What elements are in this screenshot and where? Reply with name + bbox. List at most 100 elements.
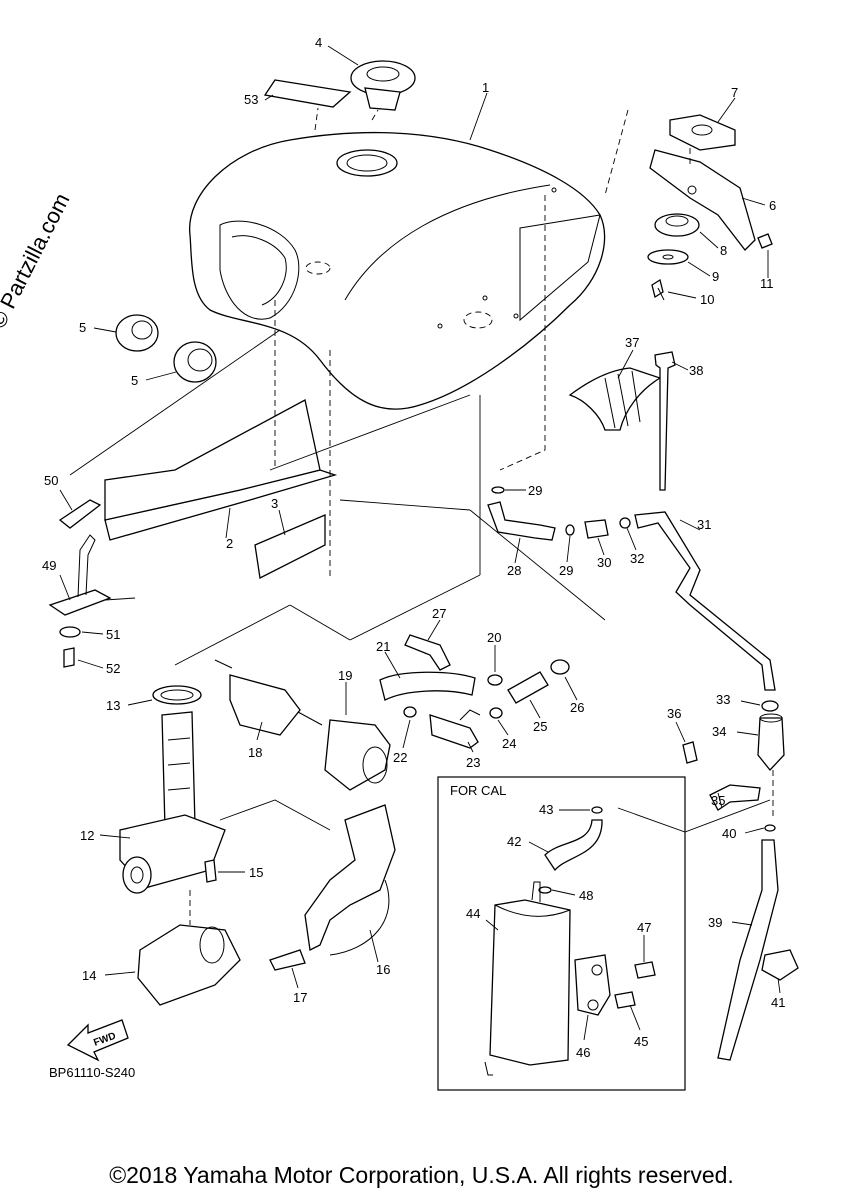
callout-22: 22 bbox=[393, 750, 407, 765]
part-8-grommet[interactable] bbox=[654, 213, 700, 237]
part-18-fuel-filter[interactable] bbox=[214, 659, 323, 736]
callout-10: 10 bbox=[700, 292, 714, 307]
part-49-fuel-sender[interactable] bbox=[48, 534, 136, 616]
part-25-hose[interactable] bbox=[507, 671, 549, 704]
part-12-fuel-pump[interactable] bbox=[119, 711, 226, 894]
part-21-hose[interactable] bbox=[379, 671, 476, 701]
part-27-clamp[interactable] bbox=[404, 634, 451, 671]
part-20-clip[interactable] bbox=[487, 674, 503, 686]
part-23-joint[interactable] bbox=[429, 709, 481, 749]
part-26-clamp[interactable] bbox=[550, 659, 570, 675]
callout-27: 27 bbox=[432, 606, 446, 621]
callout-53: 53 bbox=[244, 92, 258, 107]
callout-28: 28 bbox=[507, 563, 521, 578]
part-28-hose[interactable] bbox=[487, 501, 556, 541]
part-5-damper-a[interactable] bbox=[115, 314, 159, 352]
part-45-bolt[interactable] bbox=[614, 991, 636, 1009]
callout-49: 49 bbox=[42, 558, 56, 573]
part-44-canister[interactable] bbox=[484, 881, 571, 1076]
part-15-bolt[interactable] bbox=[204, 859, 217, 883]
inset-for-cal: FOR CAL bbox=[437, 776, 686, 1091]
diagram-code: BP61110-S240 bbox=[49, 1065, 135, 1080]
part-35-bracket[interactable] bbox=[709, 784, 761, 811]
part-16-harness[interactable] bbox=[304, 804, 396, 956]
callout-43: 43 bbox=[539, 802, 553, 817]
part-22-clip[interactable] bbox=[403, 706, 417, 718]
part-50-gasket[interactable] bbox=[58, 499, 102, 529]
callout-35: 35 bbox=[711, 793, 725, 808]
part-14-cover[interactable] bbox=[137, 924, 241, 1006]
part-30-joint[interactable] bbox=[584, 519, 609, 539]
callout-40: 40 bbox=[722, 826, 736, 841]
part-52-bolt[interactable] bbox=[63, 647, 75, 668]
part-43-clip[interactable] bbox=[591, 806, 603, 814]
part-48-clip[interactable] bbox=[538, 886, 552, 894]
copyright-footer: ©2018 Yamaha Motor Corporation, U.S.A. A… bbox=[109, 1162, 734, 1188]
callout-9: 9 bbox=[712, 269, 719, 284]
callout-7: 7 bbox=[731, 85, 738, 100]
part-17-clamp[interactable] bbox=[269, 949, 306, 971]
part-41-clamp[interactable] bbox=[761, 949, 799, 981]
part-31-hose[interactable] bbox=[634, 511, 776, 691]
callout-6: 6 bbox=[769, 198, 776, 213]
callout-31: 31 bbox=[697, 517, 711, 532]
callout-3: 3 bbox=[271, 496, 278, 511]
callout-45: 45 bbox=[634, 1034, 648, 1049]
callouts: 1 2 3 4 5 5 6 7 8 9 10 11 12 13 14 15 16 bbox=[42, 35, 785, 1060]
callout-36: 36 bbox=[667, 706, 681, 721]
callout-48: 48 bbox=[579, 888, 593, 903]
part-2-side-cover[interactable] bbox=[104, 399, 338, 541]
callout-29b: 29 bbox=[559, 563, 573, 578]
part-7-damper[interactable] bbox=[669, 114, 736, 151]
callout-5b: 5 bbox=[131, 373, 138, 388]
part-4-filler-cap[interactable] bbox=[350, 60, 416, 111]
fuel-tank[interactable] bbox=[189, 131, 606, 410]
callout-38: 38 bbox=[689, 363, 703, 378]
part-38-cable-tie[interactable] bbox=[654, 351, 676, 491]
callout-8: 8 bbox=[720, 243, 727, 258]
part-53-label[interactable] bbox=[263, 79, 352, 108]
part-24-clip[interactable] bbox=[489, 707, 503, 719]
callout-19: 19 bbox=[338, 668, 352, 683]
callout-16: 16 bbox=[376, 962, 390, 977]
part-13-gasket[interactable] bbox=[152, 685, 202, 705]
part-9-washer[interactable] bbox=[647, 249, 689, 265]
part-33-clip[interactable] bbox=[761, 700, 779, 712]
part-46-bracket[interactable] bbox=[574, 954, 611, 1016]
part-51-washer[interactable] bbox=[59, 626, 81, 638]
callout-15: 15 bbox=[249, 865, 263, 880]
part-3-label[interactable] bbox=[254, 514, 326, 579]
callout-30: 30 bbox=[597, 555, 611, 570]
callout-21: 21 bbox=[376, 639, 390, 654]
part-39-hose[interactable] bbox=[717, 839, 779, 1061]
callout-34: 34 bbox=[712, 724, 726, 739]
callout-37: 37 bbox=[625, 335, 639, 350]
part-10-bolt[interactable] bbox=[651, 278, 665, 301]
callout-51: 51 bbox=[106, 627, 120, 642]
part-47-bolt[interactable] bbox=[634, 961, 656, 979]
callout-17: 17 bbox=[293, 990, 307, 1005]
part-34-valve[interactable] bbox=[757, 713, 785, 771]
part-36-bolt[interactable] bbox=[682, 741, 698, 764]
callout-47: 47 bbox=[637, 920, 651, 935]
part-6-bracket[interactable] bbox=[649, 149, 756, 251]
fwd-arrow: FWD bbox=[66, 1019, 129, 1062]
inset-title: FOR CAL bbox=[450, 783, 506, 798]
callout-44: 44 bbox=[466, 906, 480, 921]
part-5-damper-b[interactable] bbox=[173, 341, 217, 383]
part-19-pressure-regulator[interactable] bbox=[324, 719, 391, 791]
part-29-clip-a[interactable] bbox=[491, 486, 505, 494]
part-29-clip-b[interactable] bbox=[565, 524, 575, 536]
callout-20: 20 bbox=[487, 630, 501, 645]
callout-4: 4 bbox=[315, 35, 322, 50]
part-11-bolt[interactable] bbox=[757, 233, 773, 249]
callout-33: 33 bbox=[716, 692, 730, 707]
callout-14: 14 bbox=[82, 968, 96, 983]
part-42-hose[interactable] bbox=[544, 819, 603, 872]
callout-39: 39 bbox=[708, 915, 722, 930]
part-40-clip[interactable] bbox=[764, 824, 776, 832]
part-32-clip[interactable] bbox=[619, 517, 631, 529]
callout-50: 50 bbox=[44, 473, 58, 488]
part-37-protector[interactable] bbox=[568, 367, 662, 431]
